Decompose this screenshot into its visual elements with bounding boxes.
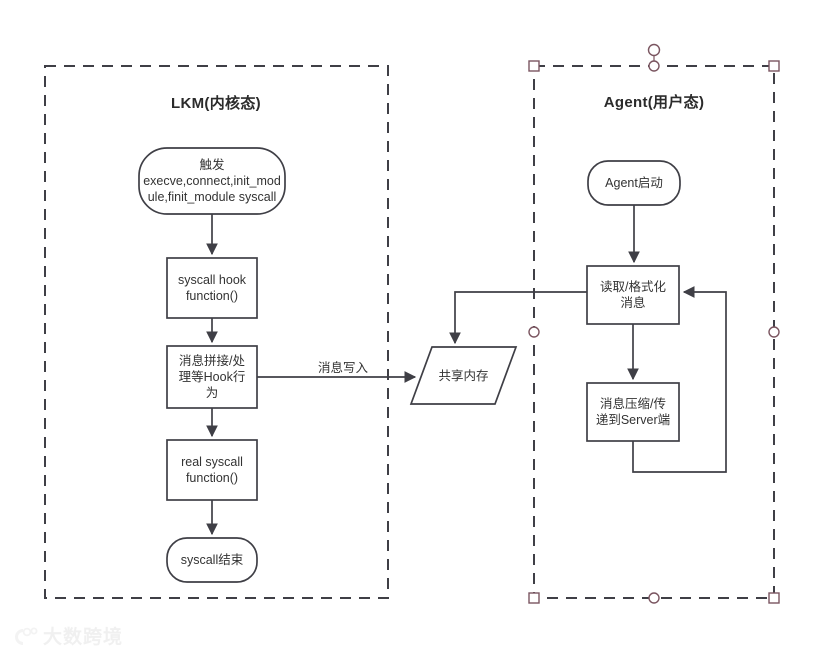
node-read-format[interactable] bbox=[586, 265, 680, 325]
handle-bottom-center[interactable] bbox=[648, 592, 660, 604]
lane-title-lkm: LKM(内核态) bbox=[171, 95, 261, 112]
handle-top-right[interactable] bbox=[768, 60, 780, 72]
edge-read-to-shared-memory bbox=[449, 291, 587, 345]
node-trigger[interactable] bbox=[138, 147, 286, 215]
handle-middle-left[interactable] bbox=[528, 326, 540, 338]
handle-top-center[interactable] bbox=[648, 60, 660, 72]
lane-title-agent: Agent(用户态) bbox=[603, 94, 705, 111]
node-compress-send[interactable] bbox=[586, 382, 680, 442]
node-syscall-hook[interactable] bbox=[166, 257, 258, 319]
node-syscall-end[interactable] bbox=[166, 537, 258, 583]
node-real-syscall[interactable] bbox=[166, 439, 258, 501]
lane-container-agent[interactable] bbox=[533, 65, 775, 599]
lane-container-lkm[interactable] bbox=[44, 65, 389, 599]
handle-top-left[interactable] bbox=[528, 60, 540, 72]
edge-label-message-write: 消息写入 bbox=[317, 361, 368, 375]
handle-bottom-right[interactable] bbox=[768, 592, 780, 604]
edge-compress-to-read-loop bbox=[632, 286, 727, 473]
handle-bottom-left[interactable] bbox=[528, 592, 540, 604]
node-msg-process[interactable] bbox=[166, 345, 258, 409]
selection-handles-agent-lane[interactable] bbox=[528, 43, 780, 604]
rotate-handle-icon[interactable] bbox=[647, 43, 661, 57]
node-agent-start[interactable] bbox=[587, 160, 681, 206]
node-shared-memory[interactable] bbox=[409, 346, 518, 405]
handle-middle-right[interactable] bbox=[768, 326, 780, 338]
